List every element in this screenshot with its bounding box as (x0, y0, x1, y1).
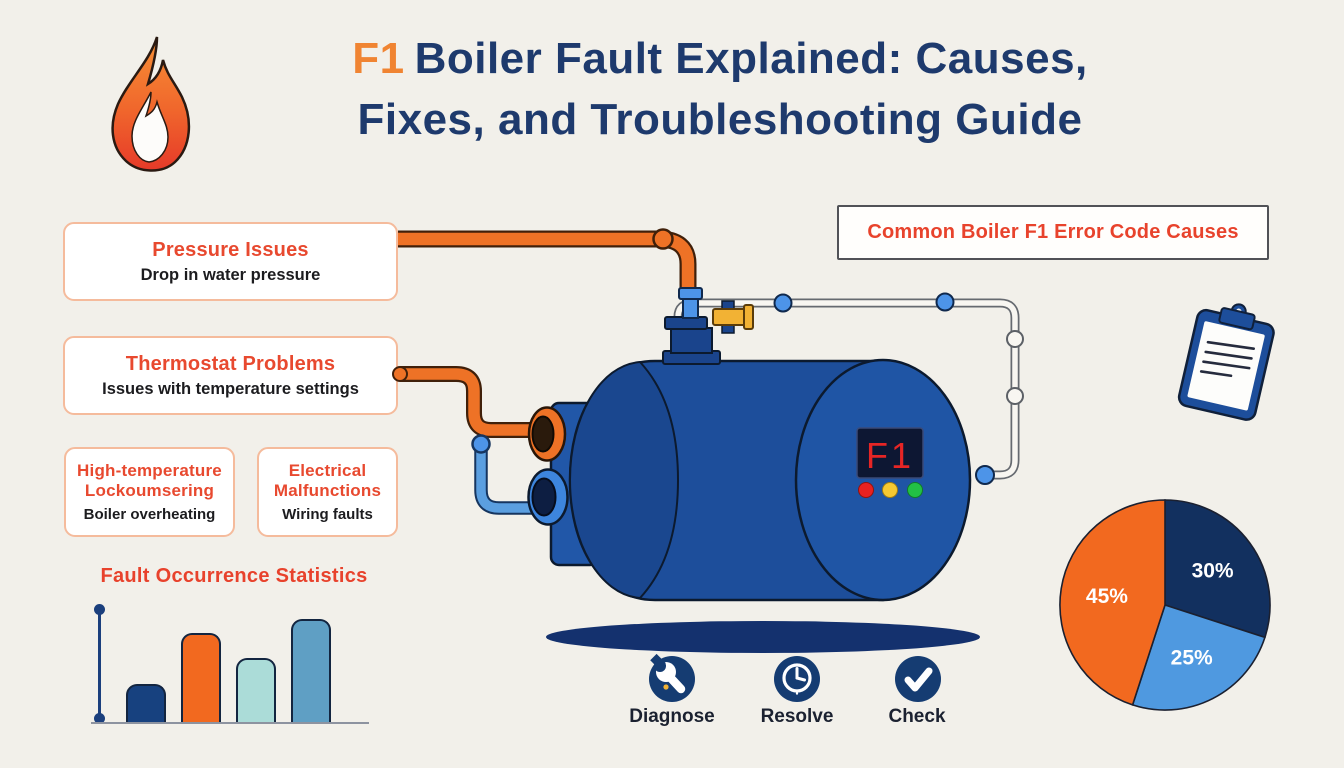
indicator-lights (858, 482, 923, 498)
cause-title: High-temperature Lockoumsering (77, 461, 222, 500)
pipe-joint-blue (935, 292, 955, 312)
step-label-resolve: Resolve (760, 706, 834, 727)
cause-subtitle: Drop in water pressure (140, 265, 321, 284)
light-yellow (882, 482, 898, 498)
check-icon (904, 667, 933, 692)
cause-box-lockout: High-temperature Lockoumsering Boiler ov… (64, 447, 235, 537)
clipboard-icon (1177, 303, 1275, 421)
title-line-2: Fixes, and Troubleshooting Guide (357, 95, 1083, 144)
cause-title: Pressure Issues (152, 238, 309, 261)
pressure-pipe-orange (398, 228, 703, 319)
cause-box-thermostat: Thermostat Problems Issues with temperat… (63, 336, 398, 415)
cause-subtitle: Boiler overheating (83, 506, 216, 523)
check-step-icon (895, 656, 941, 702)
boiler-illustration: F1 (392, 228, 1024, 653)
boiler-right-cap (794, 358, 972, 602)
pie-label-30%: 30% (1192, 559, 1234, 582)
cause-box-electrical: Electrical Malfunctions Wiring faults (257, 447, 398, 537)
step-label-check: Check (888, 706, 946, 727)
pie-label-45%: 45% (1086, 585, 1128, 608)
f1-error-display: F1 (856, 427, 924, 479)
cause-title: Thermostat Problems (125, 352, 336, 375)
title-f1-code: F1 (352, 34, 405, 83)
light-red (858, 482, 874, 498)
fault-causes-pie-chart: 30% 25% 45% (1059, 499, 1271, 711)
vent-valve-yellow (712, 300, 754, 334)
pie-slice-45% (1059, 499, 1166, 706)
pipe-joint-blue (975, 465, 995, 485)
boiler-left-cap (568, 360, 680, 600)
thermostat-pipe-orange (392, 366, 532, 438)
vent-stack (662, 316, 721, 365)
x-axis-line (91, 721, 369, 724)
pipe-joint-white (1006, 330, 1024, 348)
f1-error-code: F1 (866, 435, 914, 476)
bar-3 (236, 658, 276, 722)
pipe-joint-blue (471, 434, 491, 454)
inlet-port-blue (527, 468, 569, 526)
cause-box-pressure: Pressure Issues Drop in water pressure (63, 222, 398, 301)
pipe-joint-blue (773, 293, 793, 313)
fault-occurrence-bar-chart (85, 601, 377, 725)
bar-2 (181, 633, 221, 722)
wrench-icon (650, 653, 686, 694)
pipe-connector-blue (682, 298, 699, 319)
pie-label-25%: 25% (1171, 646, 1213, 669)
clock-icon (782, 663, 812, 695)
y-axis-bottom-dot (94, 713, 105, 724)
cause-title: Electrical Malfunctions (273, 461, 382, 500)
bar-1 (126, 684, 166, 722)
cause-subtitle: Issues with temperature settings (102, 379, 359, 398)
boiler-shadow (546, 621, 980, 653)
diagnose-step-icon (649, 653, 695, 702)
pipe-joint-orange (652, 228, 674, 250)
bypass-pipe-white (673, 298, 1024, 480)
bar-group (126, 619, 331, 722)
pipe-joint-white (1006, 387, 1024, 405)
cause-subtitle: Wiring faults (282, 506, 373, 523)
step-label-diagnose: Diagnose (629, 706, 715, 727)
pie-slice-30% (1164, 499, 1271, 639)
resolve-step-icon (774, 656, 820, 702)
pipe-connector-blue (678, 287, 703, 300)
inlet-port-orange (527, 406, 567, 462)
return-pipe-blue (471, 434, 532, 515)
bar-4 (291, 619, 331, 722)
title-line1-text: Boiler Fault Explained: Causes, (414, 34, 1088, 83)
light-green (907, 482, 923, 498)
boiler-tank (549, 358, 972, 602)
causes-banner: Common Boiler F1 Error Code Causes (837, 205, 1269, 260)
pie-slice-25% (1131, 603, 1266, 711)
y-axis-line (98, 609, 101, 719)
pie-slices: 30% 25% 45% (1059, 499, 1271, 711)
bar-chart-title: Fault Occurrence Statistics (100, 565, 368, 587)
flame-icon (111, 36, 191, 172)
